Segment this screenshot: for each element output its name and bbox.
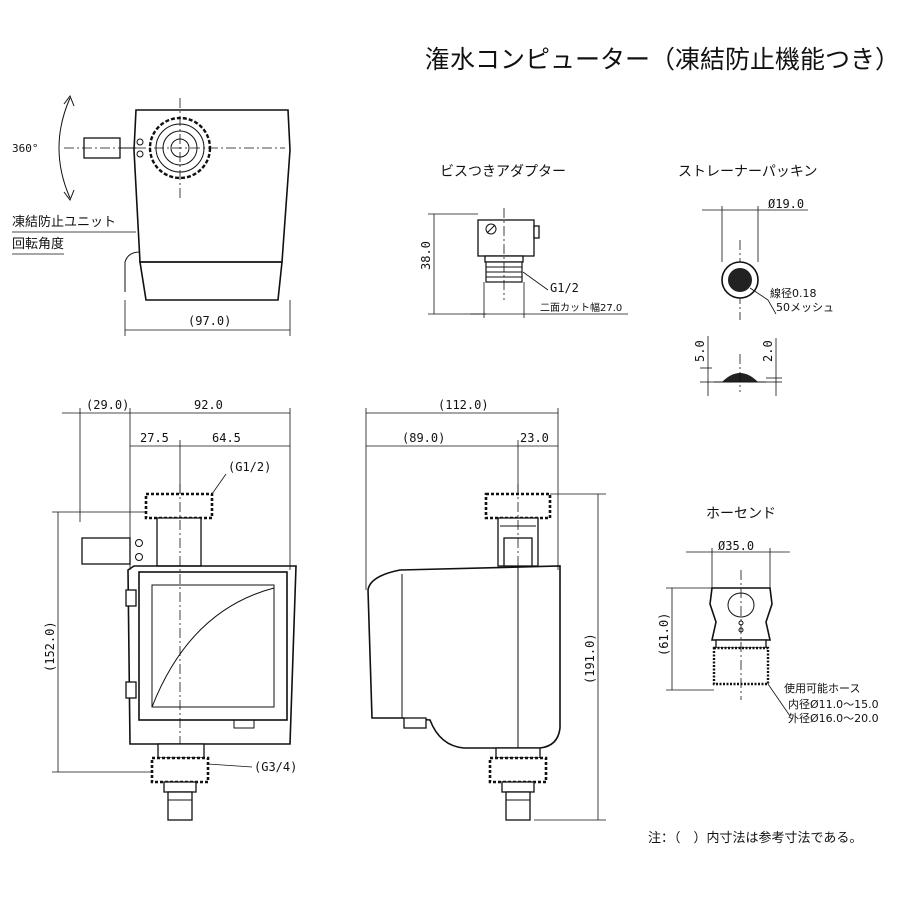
hose-end-title: ホーセンド: [706, 506, 776, 522]
strainer-title: ストレーナーパッキン: [678, 164, 817, 180]
hose-end-height-dim: (61.0): [657, 613, 671, 656]
front-outlet-thread: (G3/4): [254, 760, 297, 774]
side-height-dim: (191.0): [583, 633, 597, 684]
top-view-tab: [124, 251, 141, 263]
front-height-dim: (152.0): [43, 621, 57, 672]
front-outlet-gear: [150, 756, 210, 784]
adapter-head: [477, 219, 535, 257]
strainer-view: ストレーナーパッキン Ø19.0 線径0.18 50メッシュ 5.0 2.0: [678, 164, 834, 396]
side-dim-total: (112.0): [438, 398, 489, 412]
reference-note: 注：（ ）内寸法は参考寸法である。: [648, 830, 862, 846]
strainer-mesh-note: 50メッシュ: [776, 301, 834, 314]
freeze-unit-label: 凍結防止ユニット: [12, 214, 116, 230]
strainer-dim-left: 5.0: [693, 340, 707, 362]
front-dim-a: 27.5: [140, 431, 169, 445]
hose-outer-diameter: 外径Ø16.0～20.0: [788, 712, 879, 725]
side-dim-b: 23.0: [520, 431, 549, 445]
adapter-height-dim: 38.0: [419, 241, 433, 270]
top-view: 360° 凍結防止ユニット 回転角度 (97.0): [12, 94, 291, 336]
adapter-title: ビスつきアダプター: [440, 164, 566, 180]
rotation-angle-label: 回転角度: [12, 236, 64, 252]
side-dim-a: (89.0): [402, 431, 445, 445]
strainer-dim-right: 2.0: [761, 340, 775, 362]
hose-inner-diameter: 内径Ø11.0～15.0: [788, 697, 879, 711]
rotation-arrow-head-top: [63, 94, 75, 107]
front-inlet-thread: (G1/2): [228, 460, 271, 474]
front-side-unit: [81, 537, 131, 565]
rotation-label: 360°: [12, 142, 39, 155]
front-inlet-neck: [156, 517, 202, 567]
adapter-view: ビスつきアダプター 38.0 G1/2 二面カット幅27.0: [419, 164, 628, 318]
front-view: (29.0) 92.0 27.5 64.5 (G1/2) (G3/4): [43, 398, 297, 821]
front-dim-b: 64.5: [212, 431, 241, 445]
top-view-base: [139, 261, 283, 301]
hose-end-view: ホーセンド Ø35.0 (61.0) 使用可能ホース 内径Ø11.0～15.0 …: [657, 506, 879, 725]
front-panel-frame: [138, 571, 288, 721]
side-outlet-nozzle: [505, 791, 531, 821]
front-display-arc: [151, 587, 275, 708]
strainer-diameter: Ø19.0: [768, 197, 804, 211]
front-inlet-gear: [144, 492, 214, 520]
side-outlet-gear: [488, 756, 548, 784]
hose-spec-title: 使用可能ホース: [784, 681, 860, 695]
hose-end-body: [709, 587, 773, 641]
adapter-cut-width: 二面カット幅27.0: [540, 301, 622, 314]
adapter-screw-tab: [533, 225, 540, 239]
front-dim-left-top: (29.0): [86, 398, 129, 412]
top-width-dim: (97.0): [188, 314, 231, 328]
adapter-thread-label: G1/2: [550, 281, 579, 295]
side-view: (112.0) (89.0) 23.0 (191.0): [365, 398, 606, 821]
strainer-wire-note: 線径0.18: [770, 286, 817, 300]
adapter-screw-icon: [485, 223, 497, 235]
front-outlet-nozzle: [167, 791, 193, 821]
front-display-panel: [151, 584, 275, 708]
strainer-mesh: [728, 268, 752, 292]
rotation-arrow-head-bottom: [63, 189, 75, 202]
side-body: [367, 565, 561, 749]
rotation-arrow: [58, 97, 71, 199]
front-body: [127, 565, 297, 745]
hose-end-diameter: Ø35.0: [718, 539, 754, 553]
page-title: 潅水コンピューター（凍結防止機能つき）: [425, 45, 900, 74]
front-dim-width: 92.0: [194, 398, 223, 412]
